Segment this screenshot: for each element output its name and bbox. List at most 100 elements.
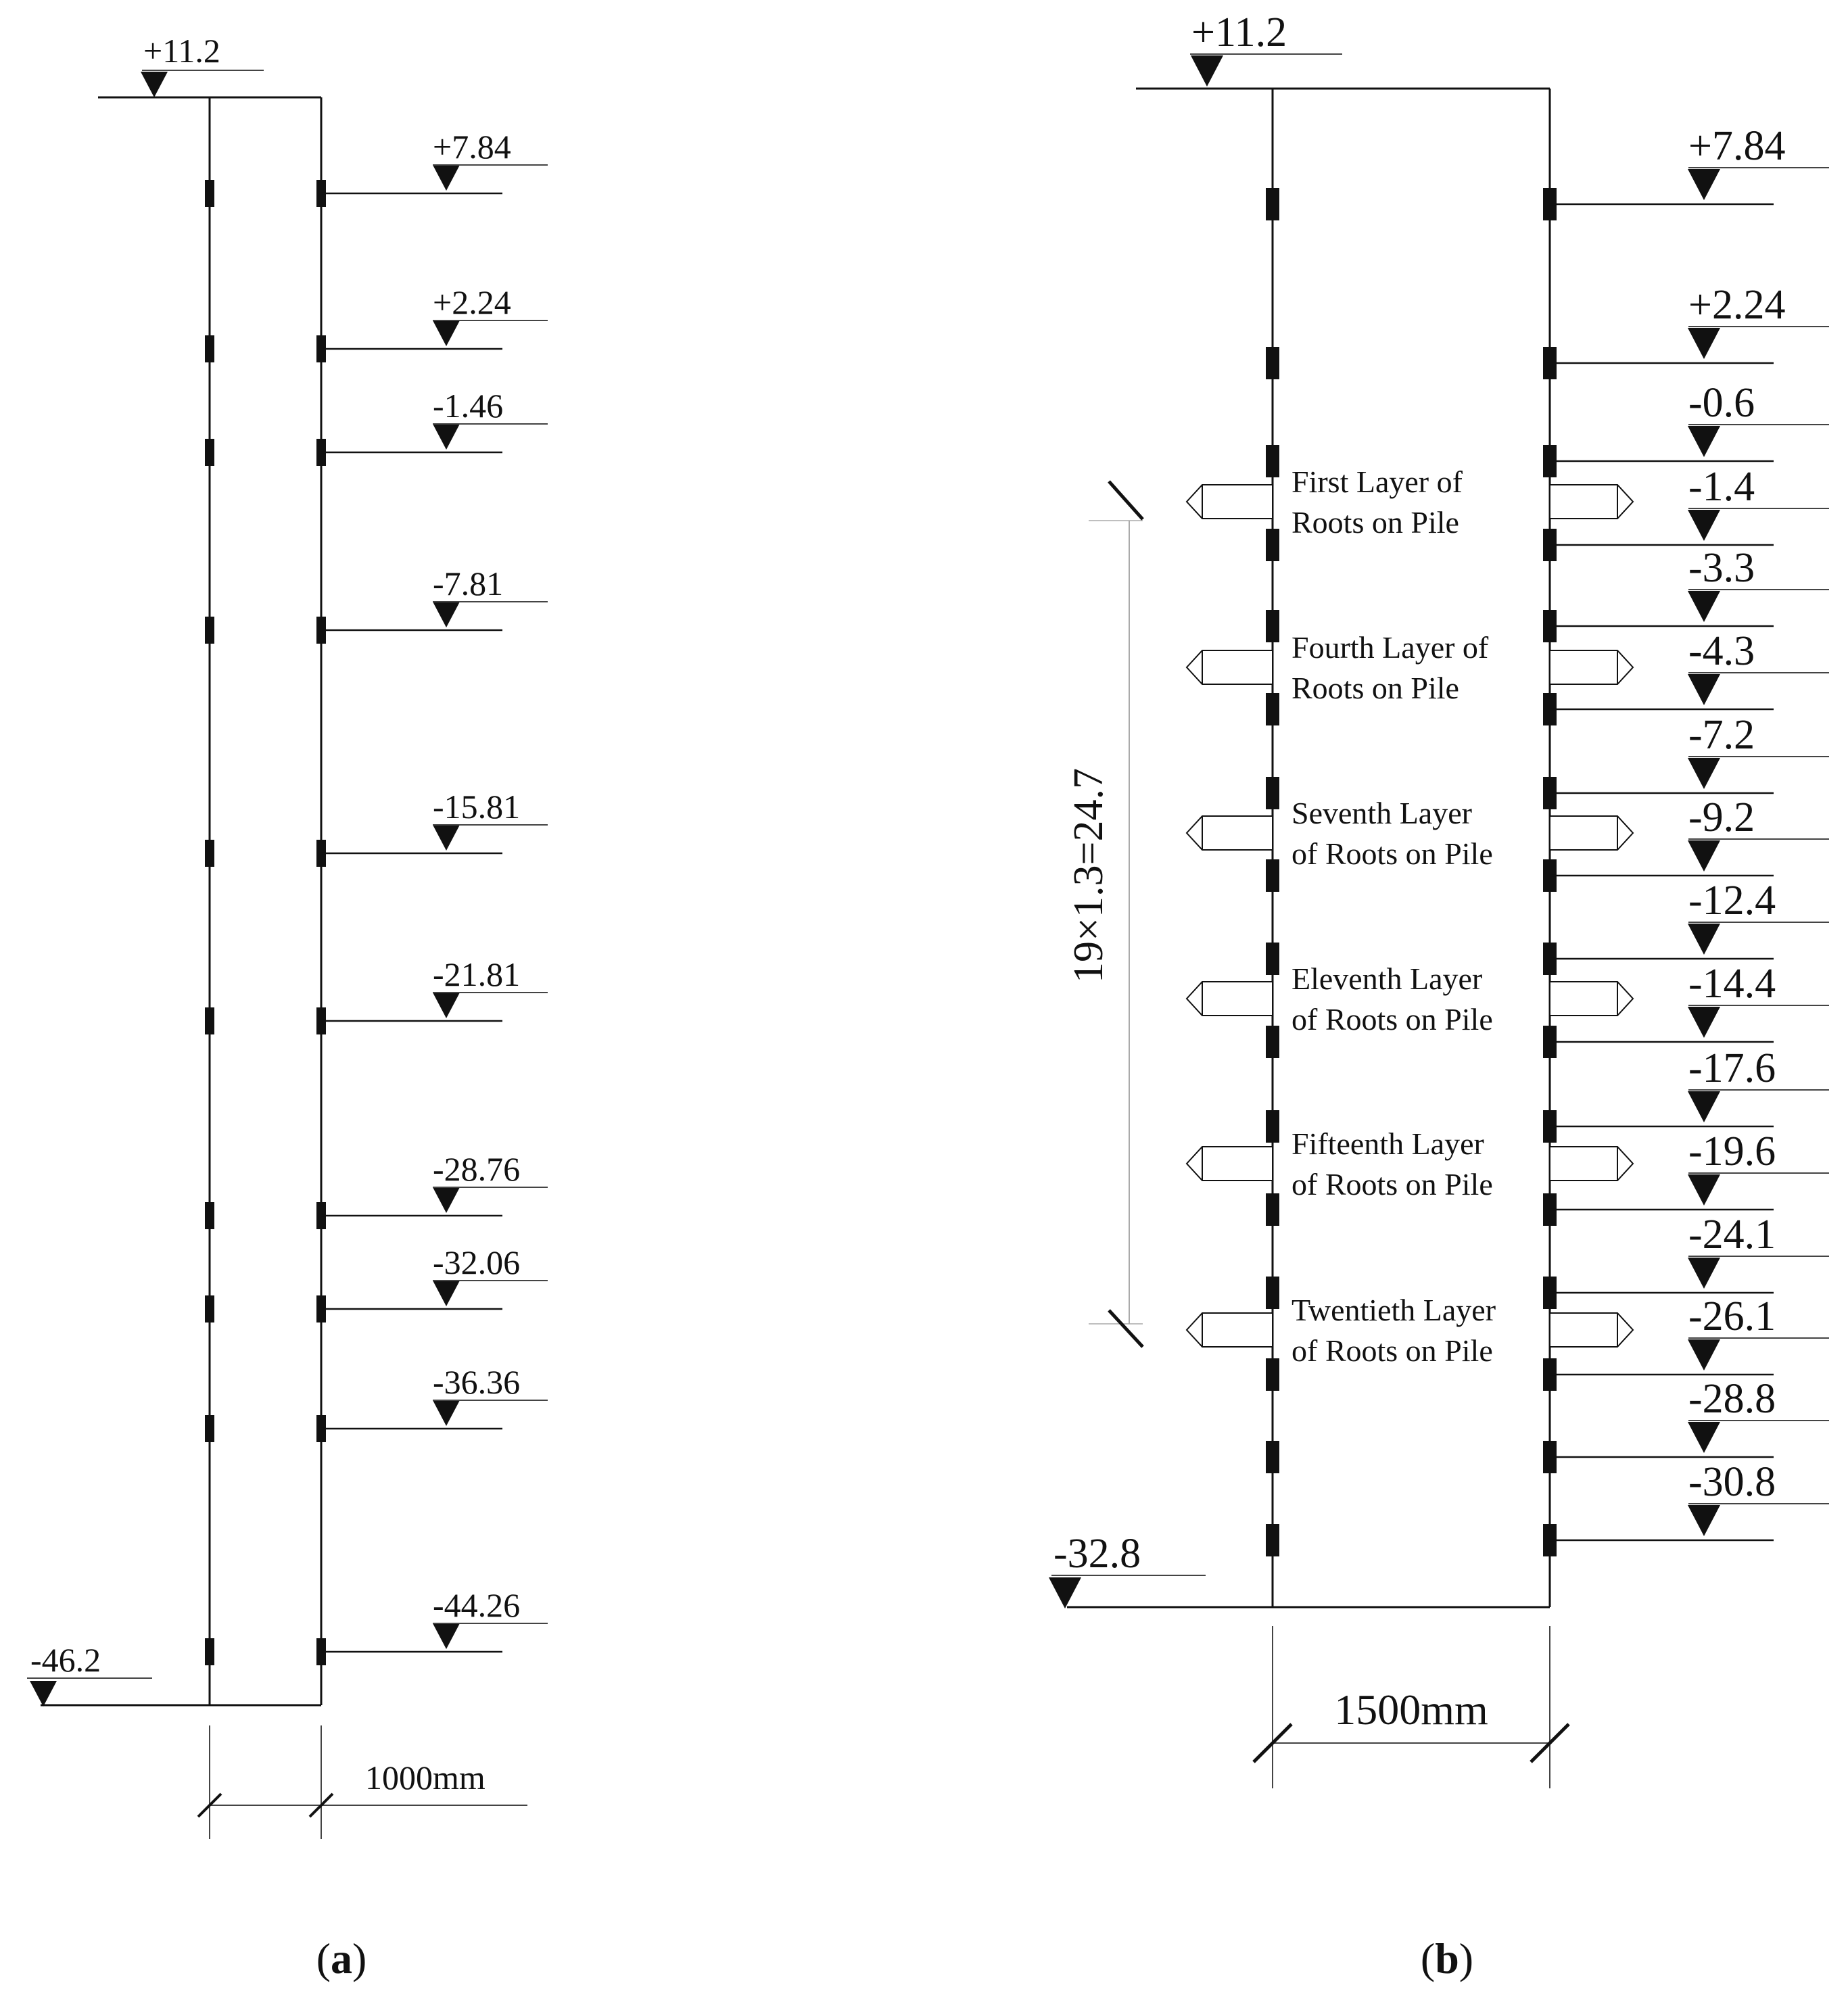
elevation-label-b-top: +11.2 — [1191, 9, 1287, 55]
elevation-label-a: -7.81 — [433, 565, 503, 602]
elevation-label-b: -30.8 — [1688, 1459, 1776, 1505]
strain-gauge-b-left — [1266, 445, 1279, 477]
root-left — [1185, 981, 1273, 1016]
caption-a: (a) — [316, 1934, 367, 1982]
strain-gauge-b-left — [1266, 347, 1279, 379]
strain-gauge-a-left — [205, 180, 214, 207]
elevation-marker-b — [1688, 1174, 1720, 1206]
strain-gauge-a-left — [205, 1295, 214, 1322]
elevation-marker-a — [433, 602, 460, 627]
elevation-marker-b — [1688, 1505, 1720, 1536]
elevation-label-a: -1.46 — [433, 387, 503, 425]
elevation-marker-b — [1688, 1422, 1720, 1453]
elevation-marker-a — [433, 1187, 460, 1213]
strain-gauge-a-left — [205, 617, 214, 644]
strain-gauge-b-left — [1266, 1110, 1279, 1143]
strain-gauge-b-left — [1266, 1193, 1279, 1226]
root-layer-label-line1: Seventh Layer — [1292, 796, 1472, 830]
root-layer-label-line1: Twentieth Layer — [1292, 1293, 1496, 1327]
spacing-label: 19×1.3=24.7 — [1066, 768, 1112, 983]
elevation-marker-b — [1688, 591, 1720, 622]
elevation-marker-b — [1688, 840, 1720, 872]
strain-gauge-b-left — [1266, 777, 1279, 809]
elevation-label-b: -7.2 — [1688, 712, 1755, 758]
width-label-a: 1000mm — [365, 1759, 485, 1796]
elevation-label-b: -26.1 — [1688, 1293, 1776, 1339]
elevation-marker-b — [1688, 426, 1720, 457]
elevation-marker-a — [433, 424, 460, 450]
elevation-marker-a — [433, 320, 460, 346]
strain-gauge-b-left — [1266, 1441, 1279, 1473]
root-right — [1549, 1312, 1634, 1348]
root-layer-label-line2: of Roots on Pile — [1292, 836, 1493, 871]
root-layer-label-line1: Fifteenth Layer — [1292, 1126, 1484, 1161]
dimension-tick-a-right — [308, 1792, 334, 1818]
strain-gauge-a-left — [205, 1415, 214, 1442]
elevation-label-a: +2.24 — [433, 283, 511, 321]
strain-gauge-a-left — [205, 1007, 214, 1034]
elevation-label-a: -21.81 — [433, 955, 520, 993]
elevation-label-b: -9.2 — [1688, 794, 1755, 840]
strain-gauge-b-left — [1266, 943, 1279, 975]
elevation-marker-a-bottom — [30, 1681, 57, 1707]
elevation-label-b: -24.1 — [1688, 1212, 1776, 1258]
root-layer-label-line2: Roots on Pile — [1292, 505, 1459, 540]
root-left — [1185, 815, 1273, 851]
strain-gauge-b-left — [1266, 188, 1279, 220]
strain-gauge-b-left — [1266, 1026, 1279, 1058]
elevation-marker-a — [433, 825, 460, 851]
elevation-label-b: -14.4 — [1688, 961, 1776, 1007]
elevation-label-b: +7.84 — [1688, 123, 1785, 169]
caption-b-close: ) — [1459, 1934, 1473, 1982]
elevation-label-b: -17.6 — [1688, 1045, 1776, 1091]
root-left — [1185, 650, 1273, 685]
elevation-marker-b — [1688, 1258, 1720, 1289]
strain-gauge-b-left — [1266, 610, 1279, 642]
elevation-marker-b — [1688, 1091, 1720, 1122]
elevation-label-b: +2.24 — [1688, 282, 1785, 328]
elevation-marker-a — [433, 1623, 460, 1649]
strain-gauge-b-left — [1266, 529, 1279, 561]
root-right — [1549, 981, 1634, 1016]
strain-gauge-b-left — [1266, 859, 1279, 892]
strain-gauge-a-left — [205, 1202, 214, 1229]
elevation-marker-b — [1688, 169, 1720, 200]
strain-gauge-b-left — [1266, 1277, 1279, 1309]
elevation-marker-b-bottom — [1049, 1577, 1081, 1608]
elevation-marker-b — [1688, 674, 1720, 705]
elevation-marker-b — [1688, 1007, 1720, 1038]
caption-a-open: ( — [316, 1934, 331, 1982]
strain-gauge-b-left — [1266, 1524, 1279, 1556]
elevation-marker-b — [1688, 1339, 1720, 1371]
elevation-label-a-top: +11.2 — [143, 32, 220, 70]
elevation-label-b: -28.8 — [1688, 1376, 1776, 1422]
root-layer-label-line2: of Roots on Pile — [1292, 1002, 1493, 1036]
elevation-label-b: -0.6 — [1688, 380, 1755, 426]
dimension-tick-b-right — [1530, 1723, 1570, 1763]
root-layer-label-line1: Fourth Layer of — [1292, 630, 1489, 665]
elevation-label-b: -19.6 — [1688, 1128, 1776, 1174]
elevation-marker-b — [1688, 758, 1720, 789]
root-right — [1549, 1146, 1634, 1181]
dimension-tick-a-left — [197, 1792, 222, 1818]
elevation-label-b: -4.3 — [1688, 628, 1755, 674]
strain-gauge-a-left — [205, 439, 214, 466]
elevation-marker-b — [1688, 510, 1720, 541]
strain-gauge-a-left — [205, 1638, 214, 1665]
caption-b-letter: b — [1435, 1934, 1459, 1982]
caption-b: (b) — [1421, 1934, 1473, 1982]
strain-gauge-a-left — [205, 335, 214, 362]
root-left — [1185, 1146, 1273, 1181]
root-left — [1185, 1312, 1273, 1348]
elevation-marker-b — [1688, 328, 1720, 359]
root-right — [1549, 484, 1634, 519]
spacing-tick-top — [1108, 480, 1144, 521]
root-right — [1549, 815, 1634, 851]
caption-b-open: ( — [1421, 1934, 1435, 1982]
dimension-tick-b-left — [1252, 1723, 1293, 1763]
strain-gauge-a-left — [205, 840, 214, 867]
root-layer-label-line1: Eleventh Layer — [1292, 961, 1482, 996]
spacing-tick-bottom — [1108, 1309, 1144, 1348]
root-right — [1549, 650, 1634, 685]
